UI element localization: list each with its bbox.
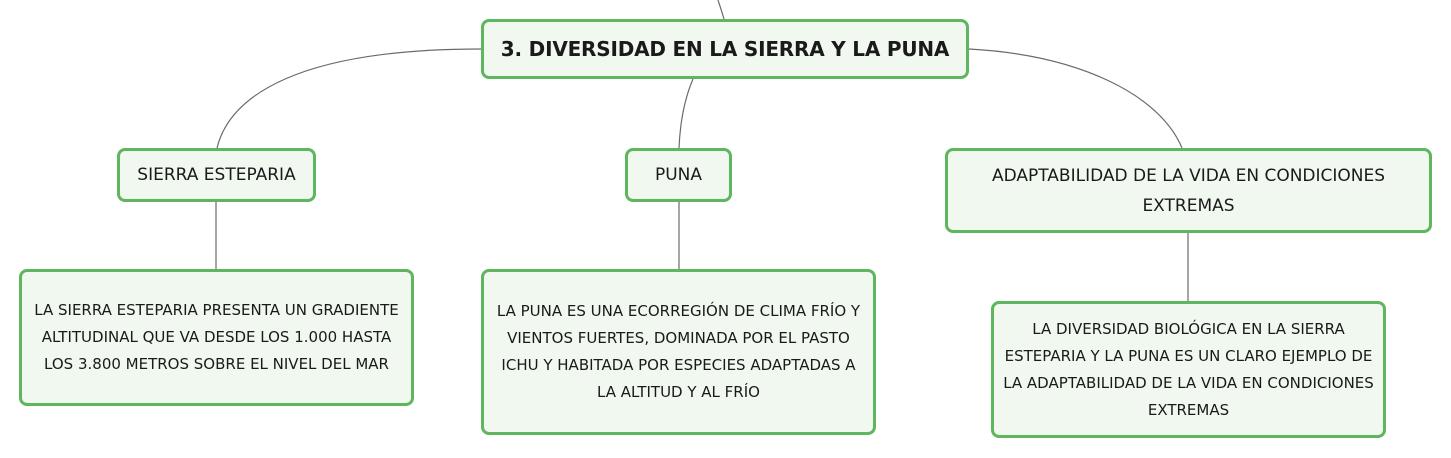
connector-root-to-sierra bbox=[216, 48, 482, 149]
root-title: 3. DIVERSIDAD EN LA SIERRA Y LA PUNA bbox=[500, 37, 950, 61]
topic-node-adaptabilidad[interactable]: ADAPTABILIDAD DE LA VIDA EN CONDICIONES … bbox=[945, 148, 1432, 233]
detail-text: LA SIERRA ESTEPARIA PRESENTA UN GRADIENT… bbox=[34, 301, 399, 373]
detail-text: LA PUNA ES UNA ECORREGIÓN DE CLIMA FRÍO … bbox=[496, 302, 861, 401]
detail-node-adaptabilidad[interactable]: LA DIVERSIDAD BIOLÓGICA EN LA SIERRA EST… bbox=[991, 301, 1386, 438]
detail-text: LA DIVERSIDAD BIOLÓGICA EN LA SIERRA EST… bbox=[1003, 319, 1374, 419]
topic-label: PUNA bbox=[654, 165, 703, 185]
topic-node-puna[interactable]: PUNA bbox=[625, 148, 732, 202]
topic-label: SIERRA ESTEPARIA bbox=[137, 165, 296, 185]
detail-node-puna[interactable]: LA PUNA ES UNA ECORREGIÓN DE CLIMA FRÍO … bbox=[481, 269, 876, 435]
detail-node-sierra-esteparia[interactable]: LA SIERRA ESTEPARIA PRESENTA UN GRADIENT… bbox=[19, 269, 414, 406]
connector-parent-to-root bbox=[717, 0, 725, 20]
connector-root-to-puna bbox=[678, 78, 694, 149]
topic-node-sierra-esteparia[interactable]: SIERRA ESTEPARIA bbox=[117, 148, 316, 202]
connector-root-to-adapt bbox=[968, 48, 1183, 149]
root-node[interactable]: 3. DIVERSIDAD EN LA SIERRA Y LA PUNA bbox=[481, 19, 969, 79]
topic-label: ADAPTABILIDAD DE LA VIDA EN CONDICIONES … bbox=[991, 165, 1386, 216]
